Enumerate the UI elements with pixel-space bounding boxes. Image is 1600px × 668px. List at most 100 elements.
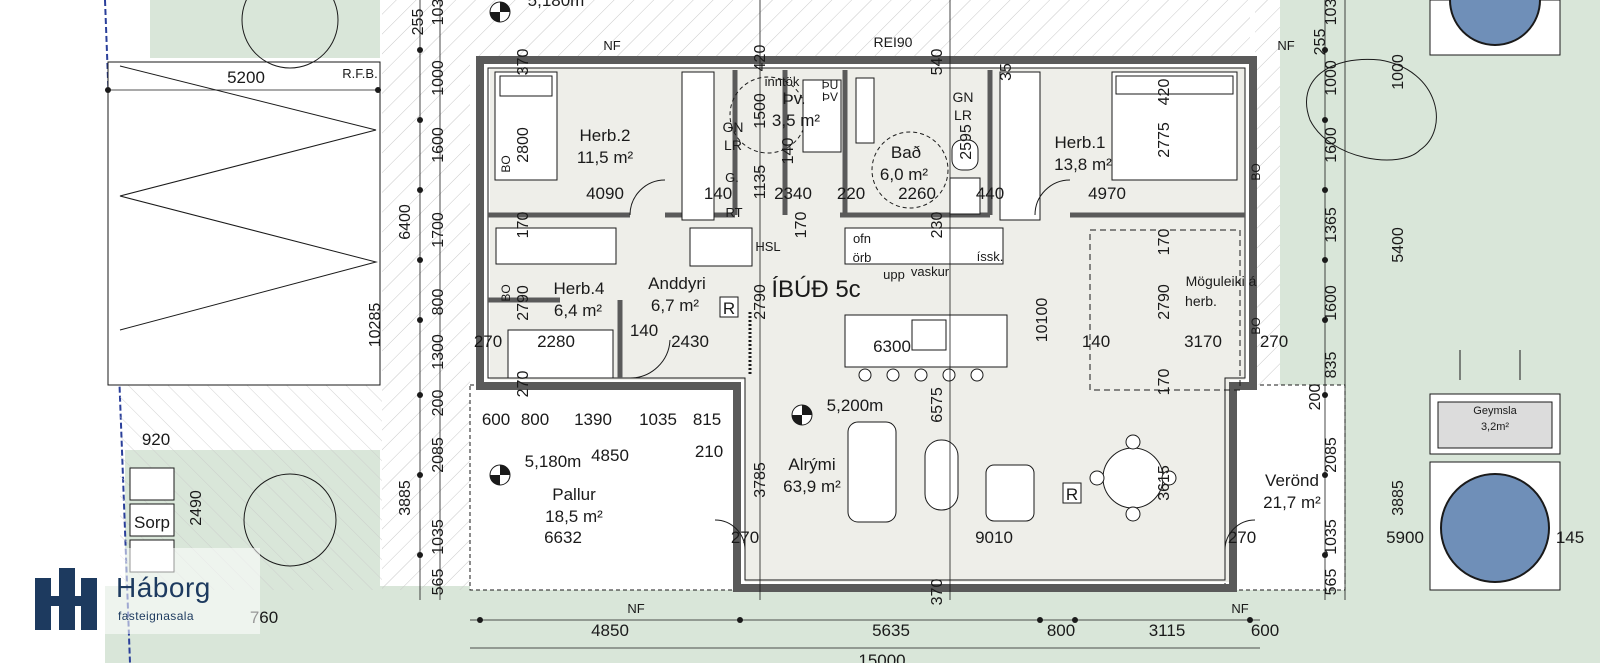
dim-140b: 140	[630, 321, 658, 340]
level-alrymi: 5,200m	[827, 396, 884, 415]
bed-herb4	[507, 329, 614, 379]
bo-label-herb1: BO	[1249, 163, 1263, 180]
vdim-1000c: 1000	[1390, 54, 1407, 90]
hsl-label: HSL	[755, 239, 780, 254]
vdim-1035b: 1035	[1323, 519, 1340, 555]
dim-3170: 3170	[1184, 332, 1222, 351]
pv-label: ÞV	[822, 90, 838, 104]
orb-label: örb	[853, 250, 872, 265]
kitchen-counter	[844, 227, 1004, 265]
room-area-verond: 21,7 m²	[1263, 493, 1321, 512]
dim-800b: 800	[1047, 621, 1075, 640]
dim-220: 220	[837, 184, 865, 203]
vdim-3615: 3615	[1156, 465, 1173, 501]
optional-room-line1: Möguleiki á	[1186, 273, 1257, 289]
dim-270c: 270	[731, 528, 759, 547]
vdim-1300: 1300	[430, 334, 447, 370]
vdim-270: 270	[515, 371, 532, 398]
issk-label: íssk.	[977, 249, 1004, 264]
dim-270a: 270	[474, 332, 502, 351]
bo-label-herb4: BO	[499, 284, 513, 301]
tree-top	[241, 0, 339, 69]
lr-label-right: LR	[954, 107, 972, 123]
inntok-label: inntök	[765, 74, 800, 89]
vdim-230: 230	[929, 212, 946, 239]
dim-140a: 140	[704, 184, 732, 203]
dim-4850a: 4850	[591, 446, 629, 465]
vdim-3785: 3785	[752, 462, 769, 498]
vdim-2790a: 2790	[515, 285, 532, 321]
vdim-35: 35	[998, 63, 1015, 81]
r-label-alrymi: R	[1066, 485, 1078, 504]
room-area-anddyri: 6,7 m²	[651, 296, 700, 315]
shrub-right	[1306, 58, 1437, 161]
washer	[802, 79, 842, 153]
geymsla-inner	[1437, 401, 1553, 449]
vdim-103a: 103	[430, 0, 447, 25]
dim-145: 145	[1556, 528, 1584, 547]
carport-zigzag	[119, 65, 378, 331]
dim-5900: 5900	[1386, 528, 1424, 547]
room-area-alrymi: 63,9 m²	[783, 477, 841, 496]
vaskur-label: vaskur	[911, 264, 950, 279]
dim-440: 440	[976, 184, 1004, 203]
vdim-170b: 170	[793, 212, 810, 239]
bed-herb1-pillow	[1115, 75, 1234, 95]
vdim-170c: 170	[1156, 229, 1173, 256]
room-name-alrymi: Alrými	[788, 455, 835, 474]
vdim-6575: 6575	[929, 387, 946, 423]
bar-stools	[858, 368, 984, 382]
tree-bottom	[243, 473, 337, 567]
vdim-1035a: 1035	[430, 519, 447, 555]
dimension-ticks	[105, 47, 1328, 623]
upp-label: upp	[883, 267, 905, 282]
vdim-1600a: 1600	[430, 127, 447, 163]
vdim-1000b: 1000	[1323, 60, 1340, 96]
armchair	[985, 464, 1035, 522]
room-area-thv: 3,5 m²	[772, 111, 821, 130]
room-name-pallur: Pallur	[552, 485, 596, 504]
dim-600a: 600	[482, 410, 510, 429]
room-area-herb2: 11,5 m²	[577, 148, 634, 167]
pallur-area	[469, 384, 741, 591]
r-box-alrymi	[1062, 482, 1082, 504]
vdim-2085a: 2085	[430, 437, 447, 473]
bath-turn-circle	[871, 131, 949, 209]
vdim-565b: 565	[1323, 569, 1340, 596]
room-name-thv: Þv.	[782, 89, 805, 108]
vdim-200b: 200	[1307, 384, 1324, 411]
vdim-10100: 10100	[1034, 298, 1051, 343]
dining-chairs	[1089, 434, 1177, 522]
hot-tub-top	[1449, 0, 1541, 46]
wardrobes	[495, 71, 1041, 267]
vdim-5400: 5400	[1390, 227, 1407, 263]
nf-label-top-right: NF	[1277, 38, 1294, 53]
vdim-1135: 1135	[752, 165, 769, 200]
nf-label-bottom-left: NF	[627, 601, 644, 616]
dim-140c: 140	[1082, 332, 1110, 351]
vdim-1000a: 1000	[430, 60, 447, 96]
level-pallur: 5,180m	[525, 452, 582, 471]
g-label: G.	[725, 170, 739, 185]
dim-2260: 2260	[898, 184, 936, 203]
cooktop	[911, 319, 947, 351]
vdim-1600b: 1600	[1323, 127, 1340, 163]
ofn-label: ofn	[853, 231, 871, 246]
r-box-anddyri	[719, 296, 739, 318]
vdim-103b: 103	[1323, 0, 1340, 25]
dim-5635: 5635	[872, 621, 910, 640]
room-name-verond: Verönd	[1265, 471, 1319, 490]
vdim-420b: 420	[1156, 79, 1173, 106]
vdim-2790c: 2790	[1156, 284, 1173, 320]
bed-herb2-pillow	[499, 75, 553, 97]
hot-tub-bottom	[1440, 473, 1550, 583]
dim-5200: 5200	[227, 68, 265, 87]
coffee-table	[924, 439, 959, 511]
interior-walls	[488, 70, 1245, 378]
toilet	[951, 139, 979, 171]
room-area-geymsla: 3,2m²	[1481, 421, 1509, 433]
room-name-herb2: Herb.2	[579, 126, 630, 145]
dim-2430: 2430	[671, 332, 709, 351]
rt-label: RT	[725, 205, 742, 220]
